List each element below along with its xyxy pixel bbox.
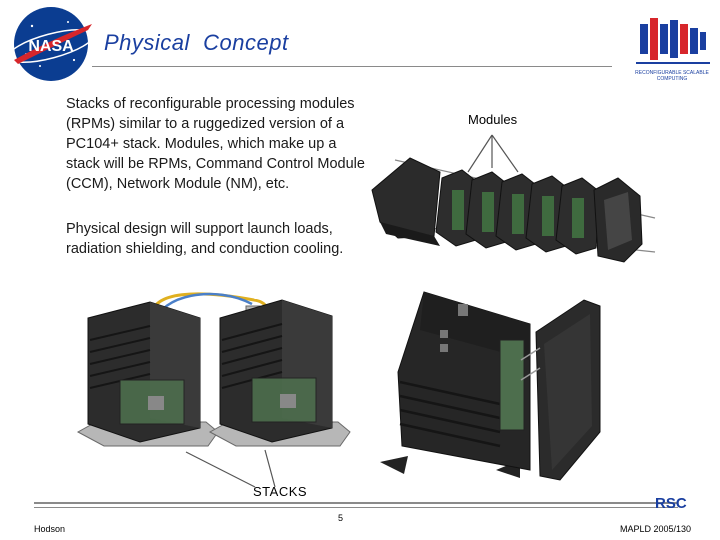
rcs-logo [636, 18, 710, 64]
footer-divider-top [34, 502, 678, 504]
footer-divider-bottom [34, 507, 678, 508]
title-divider [92, 66, 612, 67]
footer-author: Hodson [34, 524, 66, 534]
rcs-logo-caption: RECONFIGURABLE SCALABLE COMPUTING [635, 70, 709, 82]
stacks-pair-view [76, 292, 351, 488]
page-number: 5 [338, 513, 344, 523]
stacks-label: STACKS [253, 484, 308, 499]
nasa-wordmark: NASA [28, 38, 74, 55]
stack-enclosure-view [380, 291, 601, 481]
modules-label: Modules [468, 112, 518, 127]
footer-event: MAPLD 2005/130 [620, 524, 692, 534]
slide-title: Physical Concept [104, 30, 289, 55]
modules-exploded-view [371, 134, 656, 263]
nasa-logo: NASA [7, 7, 95, 81]
paragraph-stacks: Stacks of reconfigurable processing modu… [66, 96, 365, 192]
rsc-logo: RSC [655, 495, 687, 512]
paragraph-physical-design: Physical design will support launch load… [66, 221, 344, 257]
